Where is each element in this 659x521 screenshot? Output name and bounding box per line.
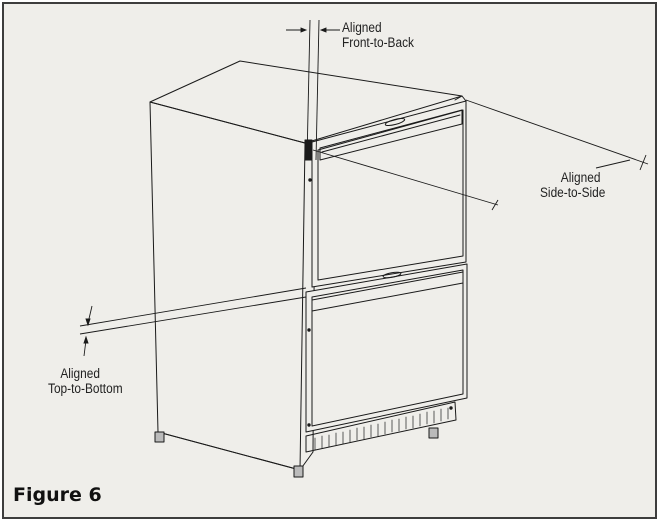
toe-kick-grille [305,401,457,453]
leveling-leg [428,427,439,439]
side-to-side-dimension [312,99,649,211]
leveling-leg [154,431,165,443]
front-to-back-label: Aligned Front-to-Back [342,20,414,50]
leveling-leg [293,465,304,478]
lower-drawer-front [305,263,468,433]
front-to-back-dimension [286,19,340,161]
side-to-side-label: Aligned Side-to-Side [540,170,606,200]
top-to-bottom-dimension [79,287,307,357]
cabinet-side [149,101,306,471]
upper-drawer-front [311,100,467,288]
figure-caption: Figure 6 [13,484,102,506]
top-to-bottom-label: Aligned Top-to-Bottom [48,366,123,396]
